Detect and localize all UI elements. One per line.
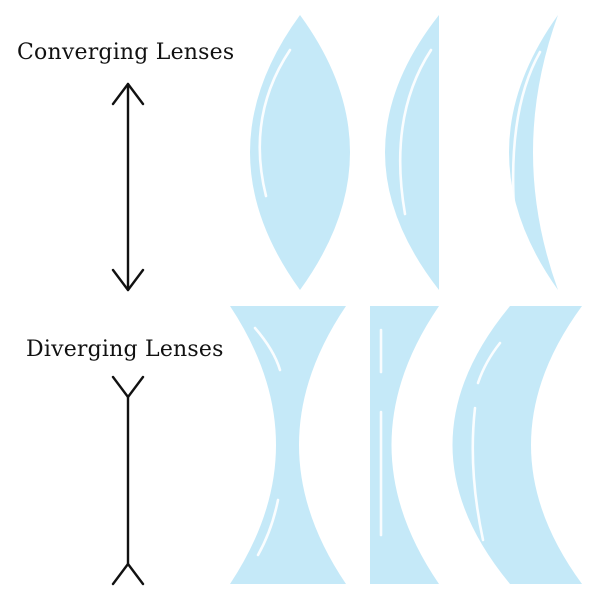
converging-symbol-bottom-head <box>111 268 145 292</box>
biconvex-lens-highlight <box>258 48 292 198</box>
positive-meniscus-lens-body <box>509 15 558 290</box>
positive-meniscus-lens-highlight <box>511 50 542 224</box>
converging-symbol-top-head <box>111 82 145 106</box>
biconvex-lens-body <box>250 15 350 290</box>
converging-lenses-heading: Converging Lenses <box>17 40 235 65</box>
diverging-lenses-heading: Diverging Lenses <box>26 337 224 362</box>
negative-meniscus-lens-body <box>452 306 582 584</box>
plano-concave-lens <box>370 306 439 584</box>
negative-meniscus-lens-highlight-lower <box>471 406 485 542</box>
negative-meniscus-lens <box>452 306 582 584</box>
diverging-symbol-bottom-tail <box>111 562 145 586</box>
converging-symbol <box>111 82 145 292</box>
diverging-symbol-top-tail <box>111 375 145 399</box>
negative-meniscus-lens-highlight-upper <box>476 341 502 385</box>
plano-convex-lens-body <box>385 15 439 290</box>
positive-meniscus-lens <box>509 15 558 290</box>
biconcave-lens-highlight-lower <box>256 498 280 557</box>
plano-concave-lens-body <box>370 306 439 584</box>
plano-convex-lens-highlight <box>398 48 433 216</box>
biconcave-lens <box>230 306 346 584</box>
biconcave-lens-highlight-upper <box>253 326 282 372</box>
diverging-symbol <box>111 375 145 586</box>
biconcave-lens-body <box>230 306 346 584</box>
biconvex-lens <box>250 15 350 290</box>
plano-convex-lens <box>385 15 439 290</box>
